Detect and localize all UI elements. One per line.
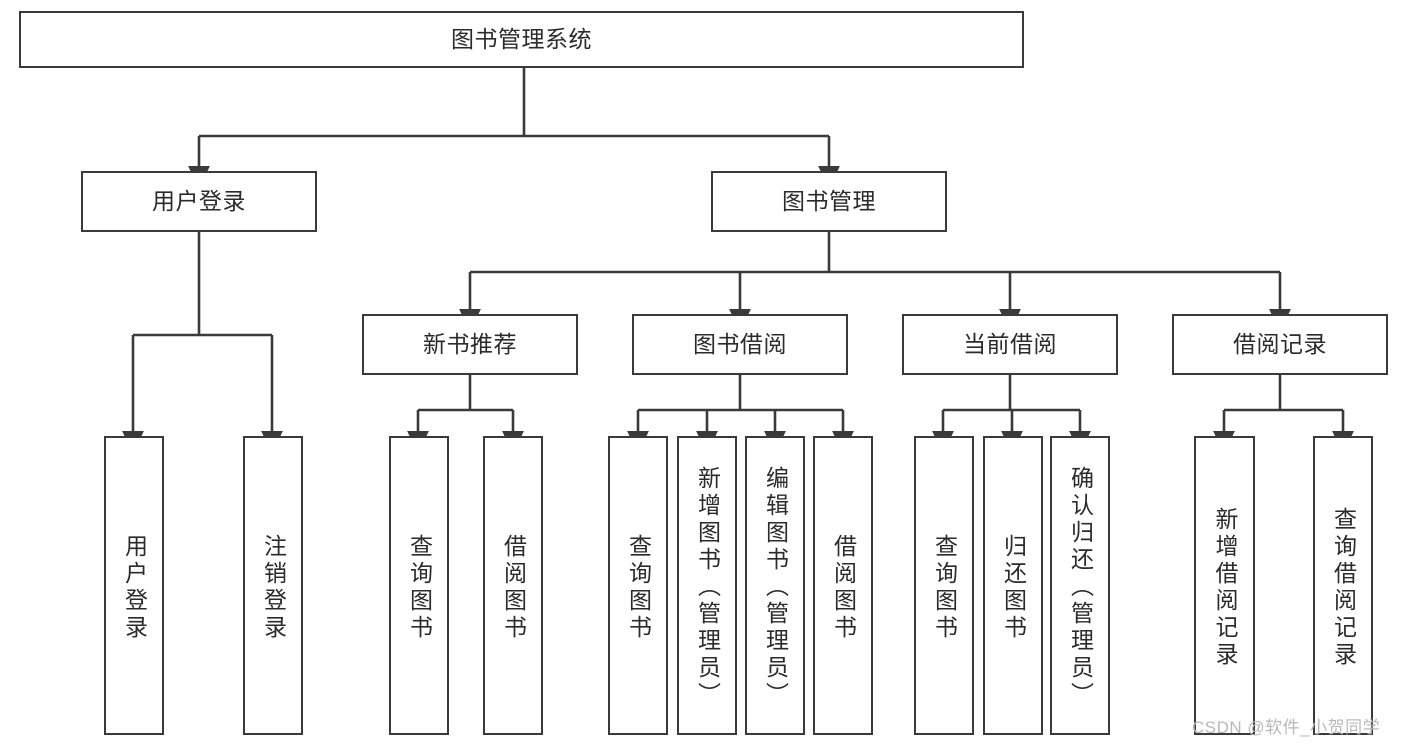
node-leaf-query-book-borrow[interactable]: 查询图书 [608, 436, 668, 735]
node-root[interactable]: 图书管理系统 [19, 11, 1024, 68]
node-leaf-query-borrow-record[interactable]: 查询借阅记录 [1313, 436, 1373, 735]
node-label-leaf-add-borrow-record: 新增借阅记录 [1212, 506, 1238, 669]
node-leaf-query-book-recommend[interactable]: 查询图书 [389, 436, 449, 735]
node-leaf-edit-book-admin[interactable]: 编辑图书（管理员） [745, 436, 805, 735]
node-leaf-add-borrow-record[interactable]: 新增借阅记录 [1194, 436, 1255, 735]
node-label-leaf-return-book: 归还图书 [1000, 533, 1027, 642]
node-leaf-user-login[interactable]: 用户登录 [104, 436, 164, 735]
node-label-user-login: 用户登录 [152, 187, 246, 214]
node-label-borrow-record: 借阅记录 [1233, 330, 1327, 357]
node-leaf-query-book-current[interactable]: 查询图书 [914, 436, 974, 735]
node-label-leaf-borrow-book-recommend: 借阅图书 [500, 533, 527, 642]
node-label-leaf-add-book-admin: 新增图书（管理员） [694, 466, 721, 709]
node-label-leaf-edit-book-admin: 编辑图书（管理员） [762, 466, 789, 709]
node-book-management[interactable]: 图书管理 [711, 171, 947, 232]
node-leaf-borrow-book[interactable]: 借阅图书 [813, 436, 873, 735]
node-label-current-borrow: 当前借阅 [963, 330, 1057, 357]
node-leaf-borrow-book-recommend[interactable]: 借阅图书 [483, 436, 543, 735]
node-leaf-logout-login[interactable]: 注销登录 [243, 436, 303, 735]
connector-group [122, 68, 1354, 455]
node-label-leaf-query-book-current: 查询图书 [931, 533, 958, 642]
node-user-login[interactable]: 用户登录 [81, 171, 317, 232]
node-borrow-record[interactable]: 借阅记录 [1172, 314, 1388, 375]
node-book-borrow[interactable]: 图书借阅 [632, 314, 848, 375]
node-label-book-management: 图书管理 [782, 187, 876, 214]
node-label-book-borrow: 图书借阅 [693, 330, 787, 357]
node-label-leaf-logout-login: 注销登录 [260, 533, 287, 642]
node-label-leaf-confirm-return-admin: 确认归还（管理员） [1067, 466, 1094, 709]
node-new-book-recommend[interactable]: 新书推荐 [362, 314, 578, 375]
node-label-leaf-query-borrow-record: 查询借阅记录 [1330, 506, 1357, 669]
node-leaf-add-book-admin[interactable]: 新增图书（管理员） [677, 436, 737, 735]
node-label-leaf-query-book-recommend: 查询图书 [406, 533, 433, 642]
node-label-root: 图书管理系统 [451, 25, 592, 52]
node-label-leaf-borrow-book: 借阅图书 [830, 533, 857, 642]
node-label-leaf-user-login: 用户登录 [121, 533, 148, 642]
node-leaf-return-book[interactable]: 归还图书 [983, 436, 1043, 735]
node-label-new-book-recommend: 新书推荐 [423, 330, 517, 357]
node-label-leaf-query-book-borrow: 查询图书 [625, 533, 652, 642]
node-current-borrow[interactable]: 当前借阅 [902, 314, 1118, 375]
node-leaf-confirm-return-admin[interactable]: 确认归还（管理员） [1050, 436, 1110, 735]
